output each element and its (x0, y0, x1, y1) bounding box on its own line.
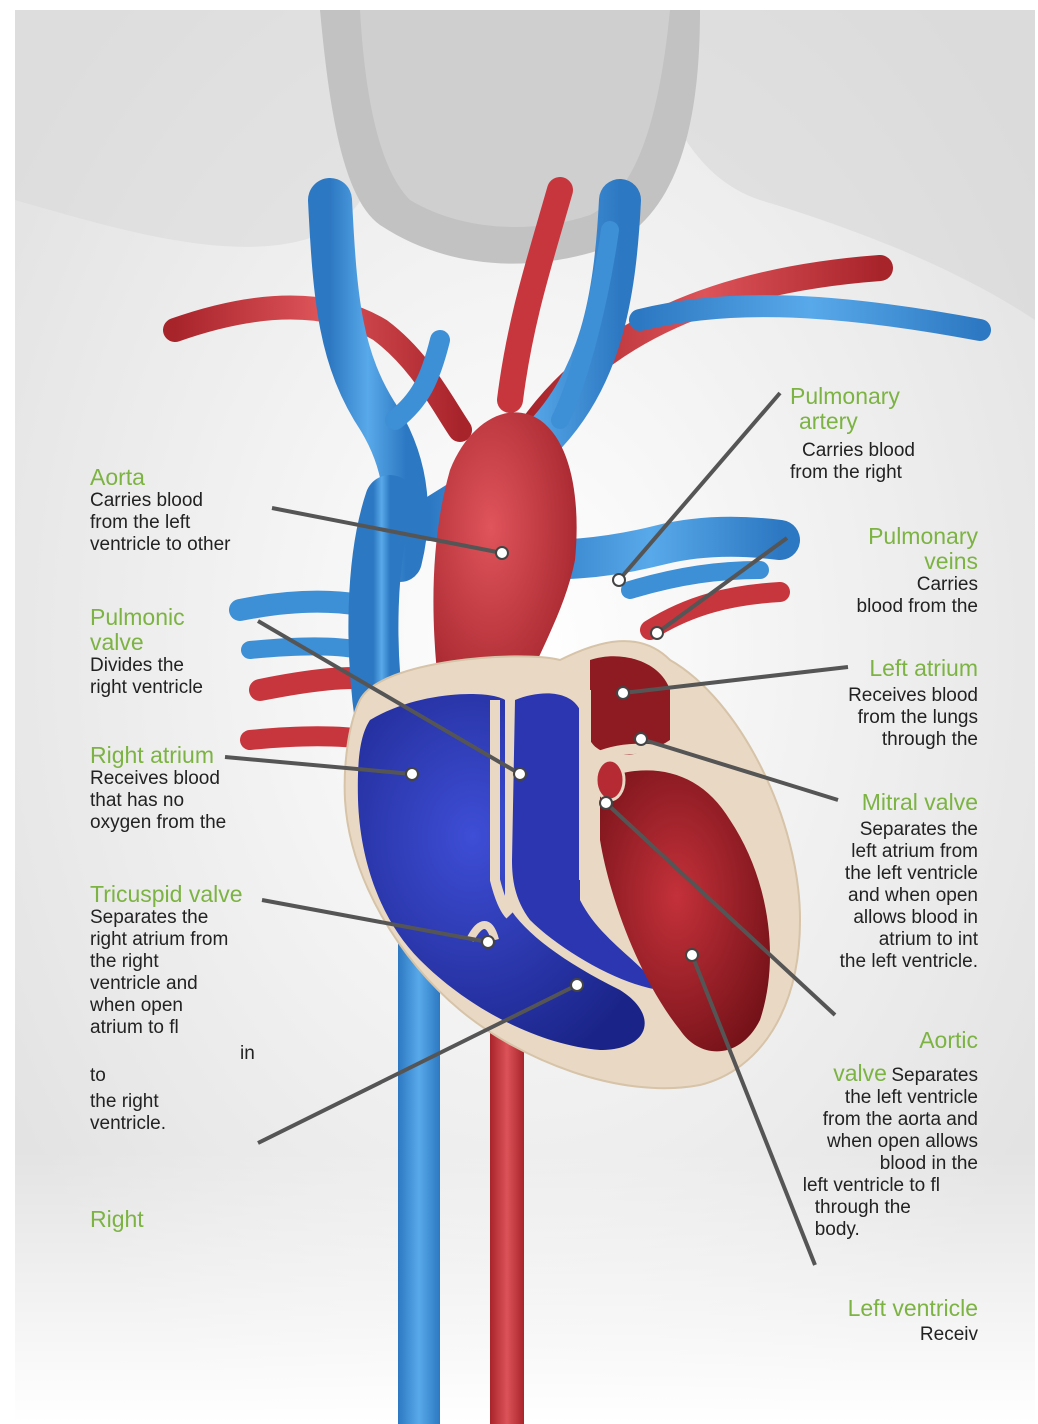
left-atrium-desc-line: from the lungs (848, 707, 978, 729)
pulmonary-veins-desc-line: blood from the (857, 596, 978, 618)
pulmonic-valve-title: Pulmonic (90, 605, 203, 630)
mitral-desc-line: the left ventricle. (840, 951, 978, 973)
tricuspid-desc-line: ventricle. (90, 1113, 255, 1135)
aorta-label: Aorta Carries blood from the left ventri… (90, 465, 265, 556)
mitral-desc-line: atrium to int (840, 929, 978, 951)
aortic-desc-line: body. (815, 1219, 978, 1241)
aorta-desc-line: Carries blood (90, 490, 265, 512)
pulmonary-artery-desc-line: Carries blood (790, 440, 915, 462)
mitral-valve-label: Mitral valve Separates the left atrium f… (840, 790, 978, 973)
right-atrium-label: Right atrium Receives blood that has no … (90, 743, 226, 834)
right-ventricle-title: Right (90, 1207, 144, 1232)
mitral-desc-line: Separates the (840, 819, 978, 841)
pulmonic-valve-title: valve (90, 630, 203, 655)
tricuspid-desc-line: atrium to fl (90, 1017, 255, 1039)
left-atrium-label: Left atrium Receives blood from the lung… (848, 656, 978, 751)
pulmonary-artery-label: Pulmonary artery Carries blood from the … (790, 384, 915, 484)
mitral-desc-line: the left ventricle (840, 863, 978, 885)
aortic-desc-line: Separates (891, 1065, 978, 1086)
left-ventricle-desc-line: Receiv (848, 1324, 978, 1346)
right-ventricle-label: Right (90, 1207, 144, 1232)
tricuspid-valve-title: Tricuspid valve (90, 882, 255, 907)
pulmonic-valve-label: Pulmonic valve Divides the right ventric… (90, 605, 203, 699)
tricuspid-desc-line: in (90, 1043, 255, 1065)
mitral-desc-line: and when open (840, 885, 978, 907)
pulmonic-valve-desc-line: right ventricle (90, 677, 203, 699)
mitral-desc-line: allows blood in (840, 907, 978, 929)
left-ventricle-title: Left ventricle (848, 1296, 978, 1321)
pulmonary-veins-desc-line: Carries (857, 574, 978, 596)
pulmonary-artery-desc-line: from the right (790, 462, 915, 484)
right-atrium-desc-line: Receives blood (90, 768, 226, 790)
tricuspid-desc-line: Separates the (90, 907, 255, 929)
pulmonic-valve-desc-line: Divides the (90, 655, 203, 677)
aortic-desc-line: from the aorta and (823, 1109, 978, 1131)
aorta-desc-line: from the left (90, 512, 265, 534)
aortic-valve-title: Aortic (823, 1028, 978, 1053)
tricuspid-desc-line: ventricle and (90, 973, 255, 995)
aorta-title: Aorta (90, 465, 265, 490)
pulmonary-veins-title: Pulmonary (857, 524, 978, 549)
left-ventricle-label: Left ventricle Receiv (848, 1296, 978, 1346)
aortic-valve-title: valve (833, 1060, 887, 1086)
left-atrium-title: Left atrium (848, 656, 978, 681)
left-atrium-desc-line: Receives blood (848, 685, 978, 707)
pulmonary-artery-title: Pulmonary (790, 384, 915, 409)
right-atrium-title: Right atrium (90, 743, 226, 768)
aortic-valve-label: Aortic valve Separates the left ventricl… (823, 1028, 978, 1241)
mitral-valve-title: Mitral valve (840, 790, 978, 815)
mitral-desc-line: left atrium from (840, 841, 978, 863)
aortic-desc-line: the left ventricle (823, 1087, 978, 1109)
pulmonary-artery-title: artery (790, 409, 915, 434)
tricuspid-desc-line: the right (90, 1091, 255, 1113)
tricuspid-desc-line: right atrium from (90, 929, 255, 951)
tricuspid-valve-label: Tricuspid valve Separates the right atri… (90, 882, 255, 1135)
aortic-desc-line: when open allows (823, 1131, 978, 1153)
right-atrium-desc-line: that has no (90, 790, 226, 812)
pulmonary-veins-title: veins (857, 549, 978, 574)
aortic-desc-line: left ventricle to fl (803, 1175, 978, 1197)
left-atrium-desc-line: through the (848, 729, 978, 751)
aortic-desc-line: blood in the (823, 1153, 978, 1175)
pulmonary-veins-label: Pulmonary veins Carries blood from the (857, 524, 978, 618)
aortic-desc-line: through the (815, 1197, 978, 1219)
tricuspid-desc-line: to (90, 1065, 255, 1087)
tricuspid-desc-line: when open (90, 995, 255, 1017)
tricuspid-desc-line: the right (90, 951, 255, 973)
right-atrium-desc-line: oxygen from the (90, 812, 226, 834)
aorta-desc-line: ventricle to other (90, 534, 265, 556)
